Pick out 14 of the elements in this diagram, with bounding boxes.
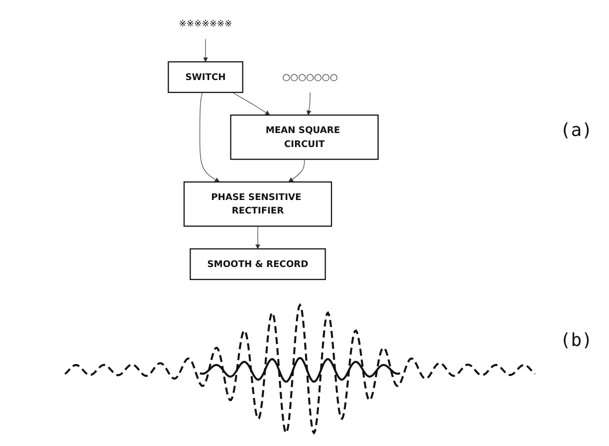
arrow [232,92,270,116]
arrow [200,92,220,182]
arrow [203,38,208,62]
node-text: ○○○○○○○ [282,71,338,82]
node-text: ※※※※※※※ [178,18,232,29]
node-box: SMOOTH & RECORD [190,248,326,280]
node-box: PHASE SENSITIVE RECTIFIER [184,181,332,227]
arrow [288,159,305,182]
panel-label: (a) [560,120,593,141]
panel-label: (b) [560,330,593,351]
node-box: SWITCH [168,61,244,93]
arrow [255,226,260,250]
arrow [306,92,312,116]
node-box: MEAN SQUARE CIRCUIT [230,114,379,160]
